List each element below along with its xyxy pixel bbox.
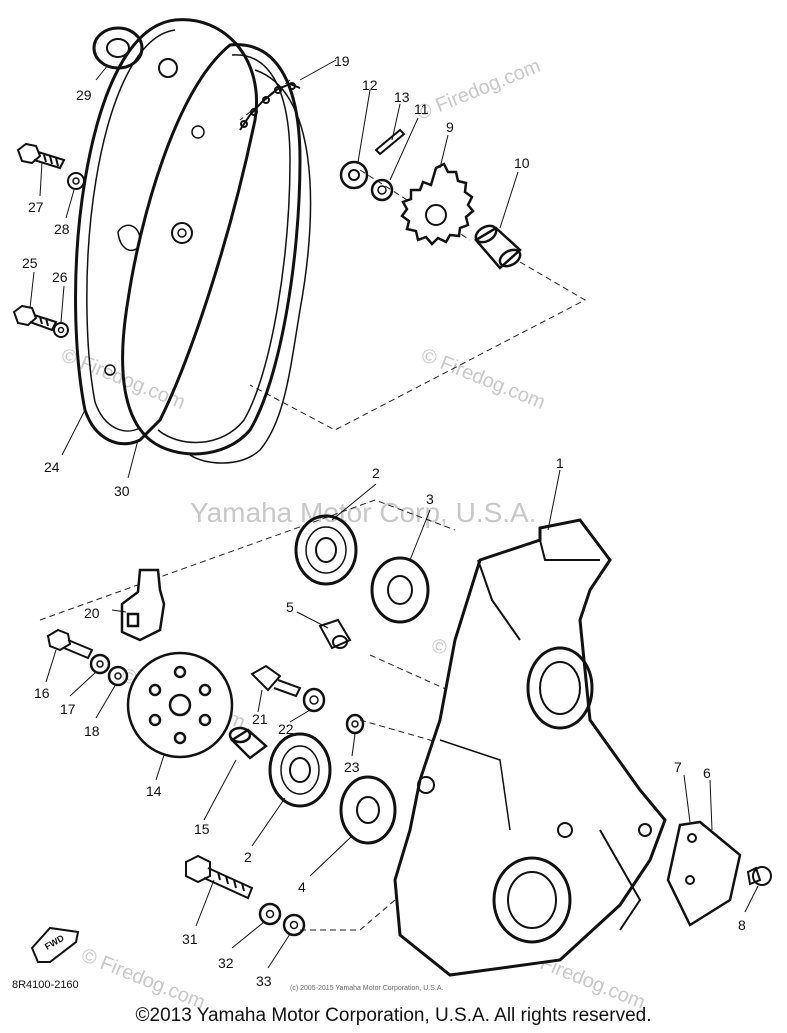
bolt-5 <box>318 618 352 650</box>
tiny-copyright: (c) 2005-2015 Yamaha Motor Corporation, … <box>290 985 443 992</box>
callout-15: 15 <box>194 821 210 837</box>
collar-22 <box>302 687 326 713</box>
washer-26 <box>53 322 69 338</box>
leader-lines <box>29 59 759 969</box>
callout-9: 9 <box>446 119 454 135</box>
bolt-31 <box>185 854 254 900</box>
bolt-21 <box>250 664 302 698</box>
chain-case-cover <box>74 18 258 446</box>
drive-chain <box>239 82 301 131</box>
collar-15 <box>228 726 268 760</box>
callout-13: 13 <box>394 89 410 105</box>
callout-7: 7 <box>674 759 682 775</box>
callout-29: 29 <box>76 87 92 103</box>
watermark-site-1: © Firedog.com <box>414 55 544 125</box>
cover-plate-6 <box>666 820 742 927</box>
bolt-16 <box>46 628 94 660</box>
callout-3: 3 <box>426 491 434 507</box>
bearing-2-upper <box>294 514 358 586</box>
cotter-pin-13 <box>374 128 406 156</box>
forward-arrow: FWD <box>30 926 80 963</box>
tensioner-bracket-20 <box>120 568 166 642</box>
copyright-footer: ©2013 Yamaha Motor Corporation, U.S.A. A… <box>135 1005 652 1026</box>
bearing-2-lower <box>268 732 332 808</box>
washer-17 <box>89 653 111 675</box>
callout-22: 22 <box>278 721 294 737</box>
callout-23: 23 <box>344 759 360 775</box>
bolt-27 <box>16 142 66 170</box>
oil-seal-29 <box>92 26 144 70</box>
washer-18 <box>107 665 129 687</box>
callout-6: 6 <box>703 765 711 781</box>
callout-16: 16 <box>34 685 50 701</box>
callout-19: 19 <box>334 53 350 69</box>
watermark-site-2: © Firedog.com <box>418 344 548 414</box>
callout-25: 25 <box>22 255 38 271</box>
washer-28 <box>67 172 85 190</box>
chain-case-housing <box>393 518 667 977</box>
callout-24: 24 <box>44 459 60 475</box>
nut-12 <box>339 160 369 190</box>
callout-2-lower: 2 <box>244 849 252 865</box>
callout-20: 20 <box>84 605 100 621</box>
callout-14: 14 <box>146 783 162 799</box>
watermark-site-6: © Firedog.com <box>78 944 208 1014</box>
callout-10: 10 <box>514 155 530 171</box>
bearing-4 <box>339 775 397 845</box>
bolt-25 <box>12 304 58 332</box>
callout-2-upper: 2 <box>372 465 380 481</box>
collar-10 <box>474 224 522 270</box>
sprocket-14 <box>126 651 234 759</box>
sprocket-9 <box>400 162 475 246</box>
callout-8: 8 <box>738 917 746 933</box>
callout-26: 26 <box>52 269 68 285</box>
callout-4: 4 <box>298 879 306 895</box>
callout-31: 31 <box>182 931 198 947</box>
callout-27: 27 <box>28 199 44 215</box>
callout-12: 12 <box>362 77 378 93</box>
screw-8 <box>746 866 772 886</box>
callout-11: 11 <box>414 101 429 117</box>
chain-case-gasket <box>121 43 312 464</box>
washer-23 <box>345 713 365 735</box>
washer-33 <box>282 913 306 937</box>
callout-17: 17 <box>60 701 76 717</box>
callout-1: 1 <box>556 455 564 471</box>
callout-21: 21 <box>252 711 268 727</box>
callout-30: 30 <box>114 483 130 499</box>
callout-18: 18 <box>84 723 100 739</box>
washer-11 <box>370 178 394 202</box>
callout-33: 33 <box>256 973 272 989</box>
callout-32: 32 <box>218 955 234 971</box>
callout-numbers: 1 2 3 5 7 6 8 9 10 11 12 13 14 15 16 17 … <box>22 53 746 989</box>
bearing-3 <box>370 556 430 624</box>
washer-32 <box>258 902 282 926</box>
callout-5: 5 <box>286 599 294 615</box>
callout-28: 28 <box>54 221 70 237</box>
drawing-code: 8R4100-2160 <box>12 979 79 991</box>
watermark-main: Yamaha Motor Corp, U.S.A. <box>190 497 537 528</box>
